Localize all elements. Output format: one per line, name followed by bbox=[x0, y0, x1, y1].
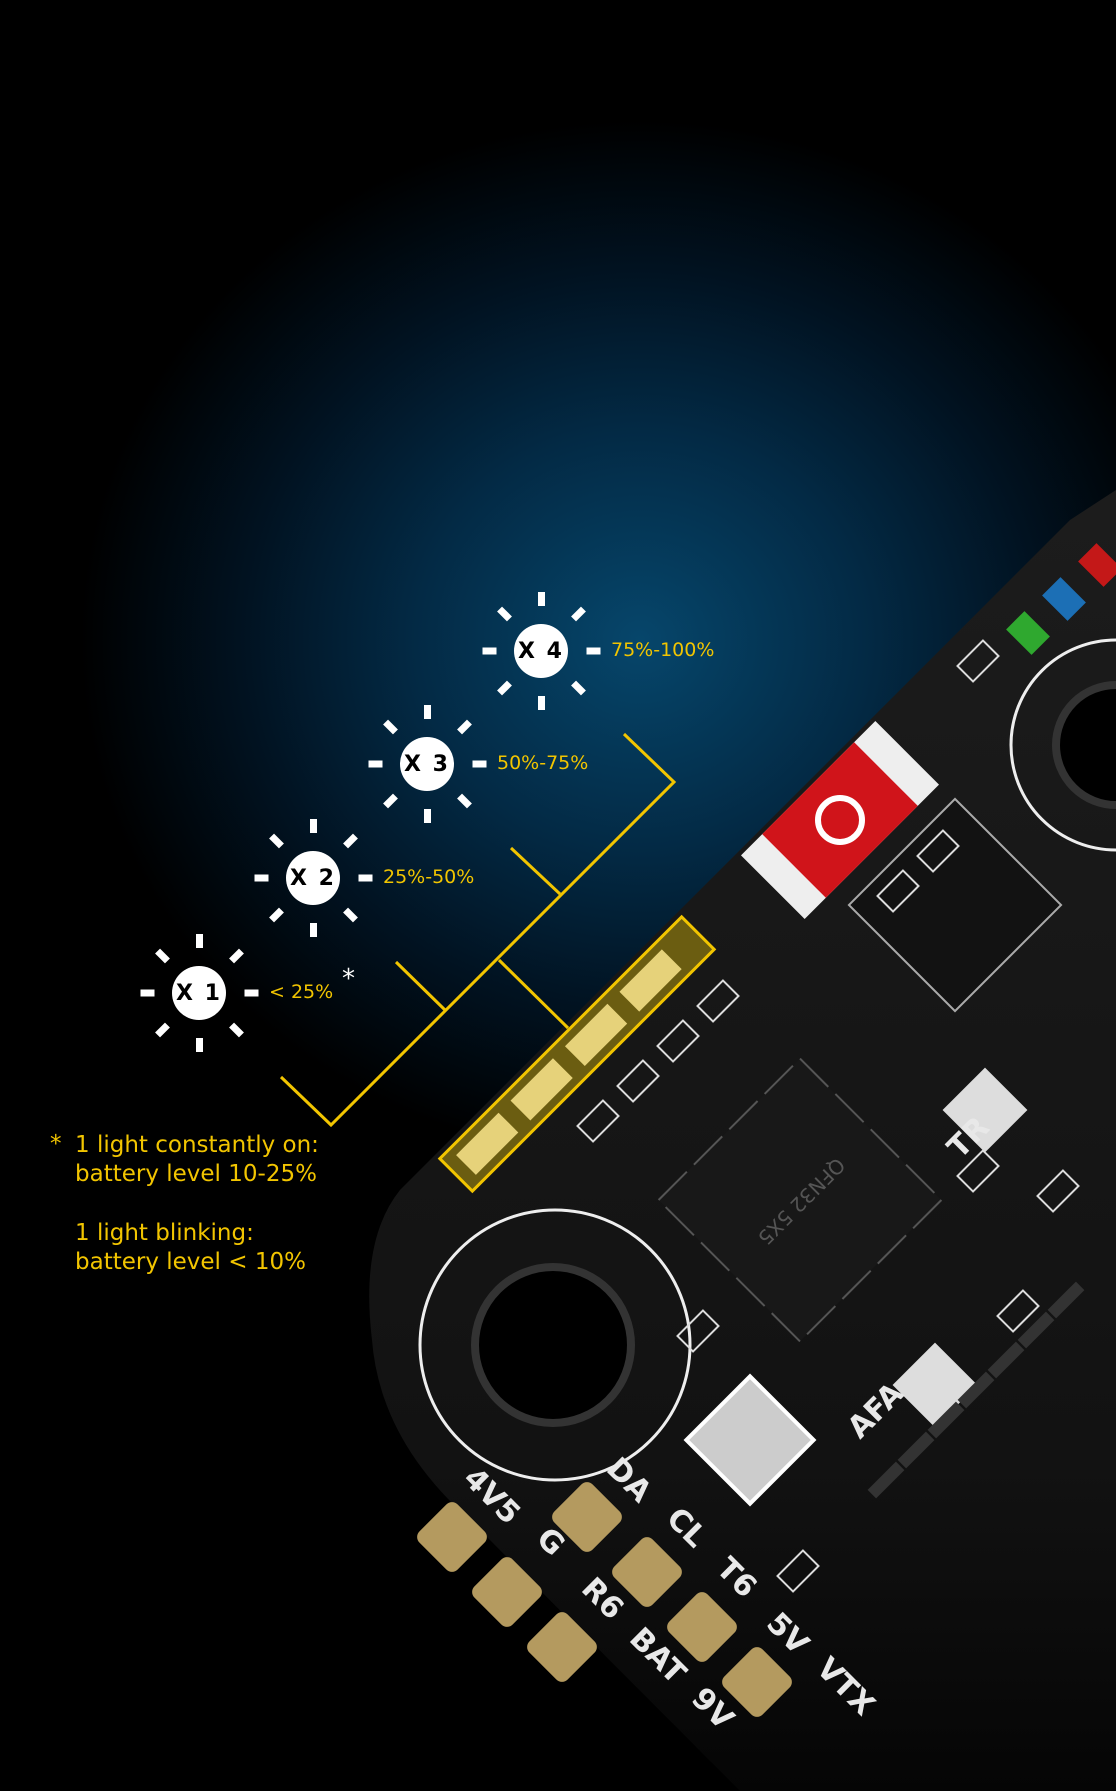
light-ray-icon bbox=[368, 760, 382, 768]
battery-led-strip bbox=[437, 914, 717, 1194]
footnote-line: 1 light blinking: bbox=[75, 1220, 254, 1246]
asterisk-marker: * bbox=[342, 964, 355, 994]
light-ray-icon bbox=[586, 647, 600, 655]
mount-hole bbox=[1009, 638, 1116, 852]
light-ray-icon bbox=[482, 647, 496, 655]
light-ray-icon bbox=[358, 874, 372, 882]
light-badge: X 3 bbox=[400, 737, 454, 791]
mount-hole bbox=[418, 1208, 692, 1482]
light-ray-icon bbox=[423, 809, 431, 823]
light-ray-icon bbox=[140, 989, 154, 997]
light-ray-icon bbox=[472, 760, 486, 768]
light-badge: X 2 bbox=[286, 851, 340, 905]
light-ray-icon bbox=[537, 592, 545, 606]
light-badge: X 1 bbox=[172, 966, 226, 1020]
light-ray-icon bbox=[254, 874, 268, 882]
light-ray-icon bbox=[244, 989, 258, 997]
light-ray-icon bbox=[195, 934, 203, 948]
light-ray-icon bbox=[537, 696, 545, 710]
light-badge: X 4 bbox=[514, 624, 568, 678]
footnote-marker: * bbox=[50, 1131, 62, 1157]
fuse-component bbox=[741, 721, 939, 919]
range-label: 25%-50% bbox=[383, 866, 475, 888]
range-label: < 25% bbox=[269, 981, 334, 1003]
footnote-line: battery level 10-25% bbox=[75, 1161, 317, 1187]
range-label: 50%-75% bbox=[497, 752, 589, 774]
light-ray-icon bbox=[195, 1038, 203, 1052]
light-ray-icon bbox=[423, 705, 431, 719]
light-ray-icon bbox=[309, 923, 317, 937]
light-ray-icon bbox=[309, 819, 317, 833]
led-bracket-lines bbox=[279, 732, 677, 1128]
range-label: 75%-100% bbox=[611, 639, 715, 661]
footnote-line: battery level < 10% bbox=[75, 1249, 306, 1275]
footnote-line: 1 light constantly on: bbox=[75, 1132, 319, 1158]
